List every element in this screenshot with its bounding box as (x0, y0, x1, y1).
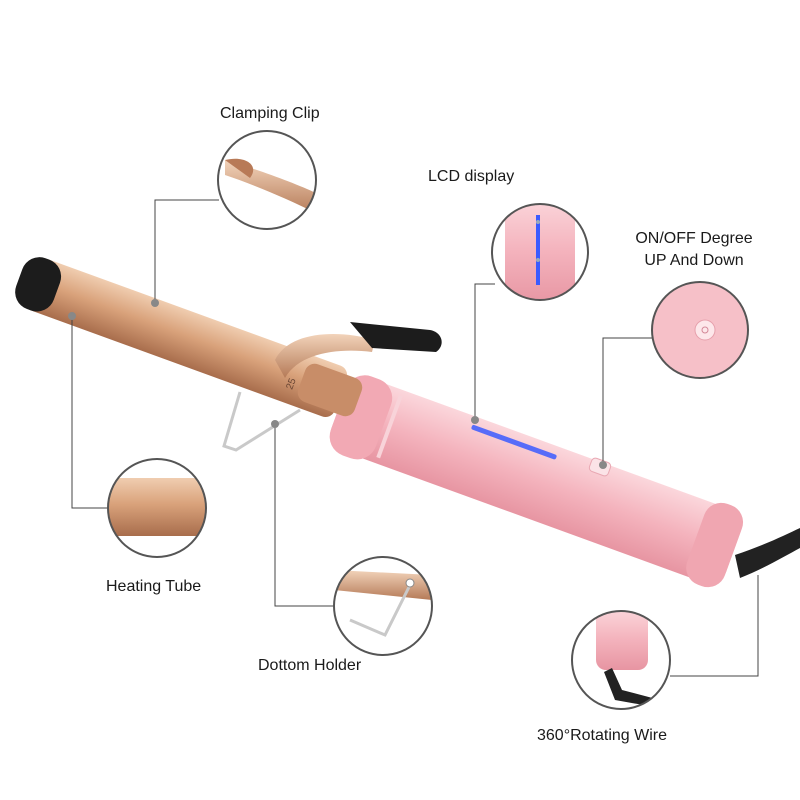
lcd-strip (471, 424, 557, 460)
label-clamping-clip: Clamping Clip (220, 105, 320, 122)
callout-lines (71, 199, 759, 677)
label-bottom-holder: Dottom Holder (258, 657, 362, 674)
barrel-marking: 25 (285, 376, 299, 391)
callout-dots (68, 299, 607, 469)
clamp (275, 334, 375, 378)
label-on-off-line2: UP And Down (644, 252, 744, 269)
label-rotating-wire: 360°Rotating Wire (537, 727, 668, 744)
neck (297, 363, 363, 417)
zoom-bottom-holder (333, 556, 433, 656)
label-lcd-display: LCD display (428, 168, 515, 185)
zoom-rotating-wire (571, 610, 671, 710)
stand-wire (222, 391, 301, 452)
zoom-clamping-clip (217, 130, 317, 230)
label-heating-tube: Heating Tube (106, 578, 202, 595)
zoom-heating-tube (107, 458, 207, 558)
heating-barrel (15, 257, 348, 418)
zoom-power-button (651, 281, 749, 379)
clamp-lever (350, 322, 442, 352)
label-on-off-line1: ON/OFF Degree (635, 230, 753, 247)
zoom-lcd-display (491, 203, 589, 301)
power-cord (735, 528, 800, 578)
handle (329, 375, 744, 588)
